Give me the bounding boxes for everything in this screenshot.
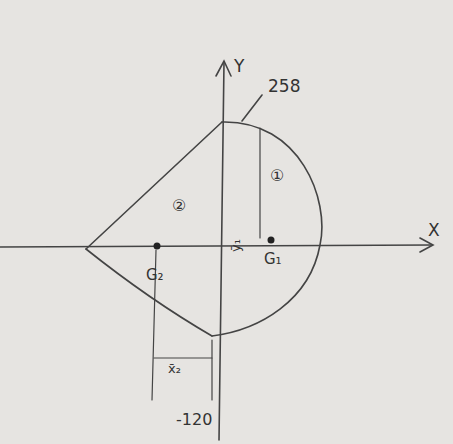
centroid-label: G₁ <box>264 252 282 267</box>
y-arrow <box>216 61 231 76</box>
dimension-label: ȳ₁ <box>229 239 242 252</box>
dimension-value: 258 <box>268 78 300 95</box>
dimension-label: x̄₂ <box>168 362 181 375</box>
centroid-dot <box>268 237 275 244</box>
callout-number: ② <box>172 198 186 214</box>
triangle-edge <box>86 249 212 336</box>
y-axis <box>219 62 224 440</box>
centroid-label: G₂ <box>146 268 164 283</box>
axis-label: Y <box>234 58 244 75</box>
x-arrow <box>420 238 433 252</box>
x-axis <box>0 245 432 247</box>
dimension-line <box>154 357 212 358</box>
axis-label: X <box>428 222 440 239</box>
semicircle-arc <box>212 122 322 336</box>
callout-number: ① <box>270 168 284 184</box>
dimension-line <box>259 128 260 238</box>
dimension-line <box>211 340 212 400</box>
triangle-edge <box>86 122 222 249</box>
centroid-dot <box>154 243 161 250</box>
dimension-value: -120 <box>176 412 212 428</box>
leader-line <box>242 95 262 121</box>
